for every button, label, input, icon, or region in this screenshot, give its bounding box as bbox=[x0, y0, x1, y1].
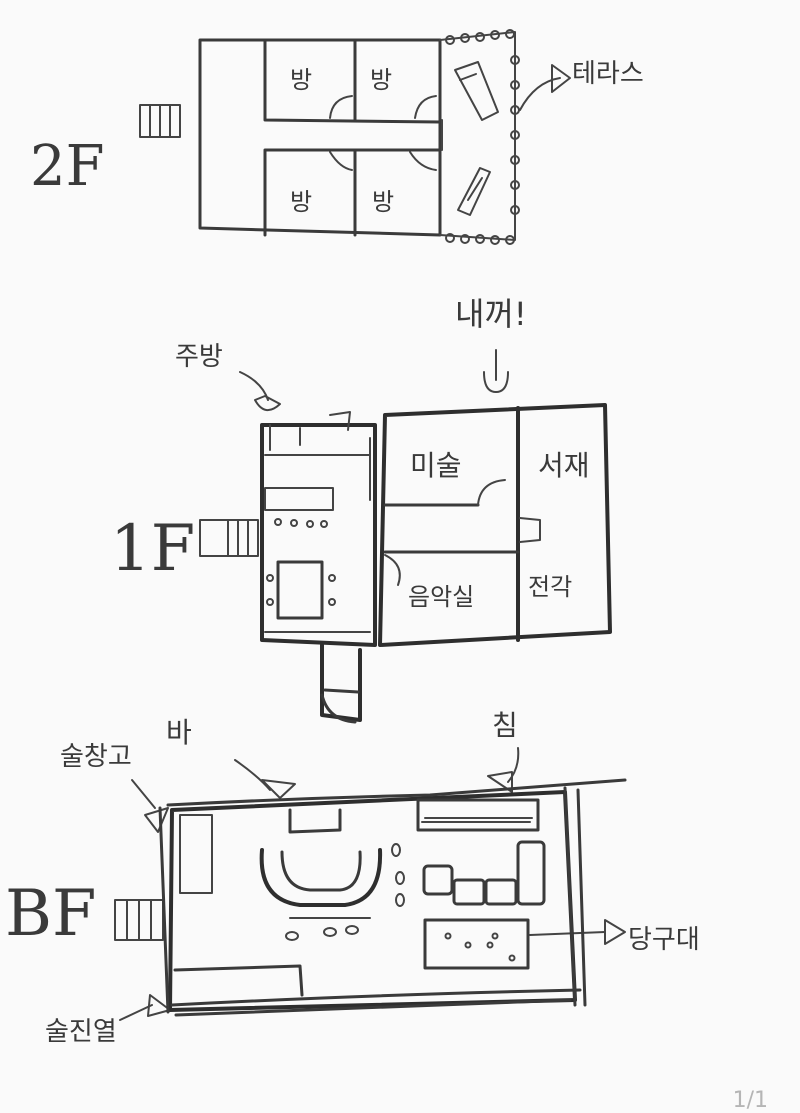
bed-label: 침 bbox=[492, 709, 518, 742]
wine-fridge bbox=[179, 814, 213, 894]
room-label-3: 방 bbox=[290, 188, 312, 216]
stove-burners bbox=[274, 518, 328, 528]
floor-2f-label: 2F bbox=[30, 134, 104, 199]
counter bbox=[264, 487, 334, 511]
stairs-icon bbox=[199, 519, 259, 557]
floor-bf: BF 술창고 바 침 당구대 술진열 bbox=[5, 709, 700, 1047]
room-label-4: 방 bbox=[372, 188, 394, 216]
kitchen-outline bbox=[260, 423, 377, 647]
room-art: 미술 bbox=[410, 449, 462, 482]
terrace-railing bbox=[445, 29, 520, 245]
stairs-icon bbox=[139, 104, 181, 138]
page-number: 1/1 bbox=[732, 1088, 768, 1113]
basement-outline bbox=[168, 790, 577, 1012]
dining-table bbox=[276, 560, 324, 620]
floor-1f: 내꺼! 주방 1F bbox=[110, 295, 612, 724]
bar-counter bbox=[259, 848, 383, 907]
room-music: 음악실 bbox=[408, 583, 474, 611]
terrace-label: 테라스 bbox=[572, 59, 644, 89]
room-study: 서재 bbox=[538, 449, 590, 482]
billiard-balls bbox=[444, 932, 516, 962]
wine-display bbox=[173, 964, 304, 997]
bed bbox=[416, 798, 540, 832]
fridge-label: 술창고 bbox=[60, 742, 132, 772]
room-label-2: 방 bbox=[370, 66, 392, 94]
billiards-table bbox=[423, 918, 530, 970]
floor-2f: 2F 방 방 방 방 bbox=[30, 29, 644, 245]
floor-1f-label: 1F bbox=[110, 512, 195, 586]
stairs-icon bbox=[114, 899, 164, 941]
room-label-1: 방 bbox=[290, 66, 312, 94]
lounge-chair-icon bbox=[454, 61, 499, 121]
sofa bbox=[422, 840, 546, 906]
lounge-chair-icon bbox=[457, 167, 491, 216]
bar-stools bbox=[285, 843, 405, 941]
rooms-outline bbox=[378, 403, 612, 647]
wine-wall-label: 술진열 bbox=[45, 1017, 117, 1047]
kitchen-label: 주방 bbox=[175, 342, 223, 372]
room-gallery: 전각 bbox=[528, 573, 572, 601]
billiards-label: 당구대 bbox=[628, 925, 700, 955]
bar-top bbox=[288, 808, 342, 834]
bar-label: 바 bbox=[166, 716, 192, 749]
mine-callout: 내꺼! bbox=[455, 295, 527, 333]
floor-bf-label: BF bbox=[5, 877, 96, 951]
ceiling-line bbox=[166, 778, 627, 807]
terrace-outline bbox=[439, 31, 516, 241]
floor-2f-outline bbox=[198, 38, 442, 237]
